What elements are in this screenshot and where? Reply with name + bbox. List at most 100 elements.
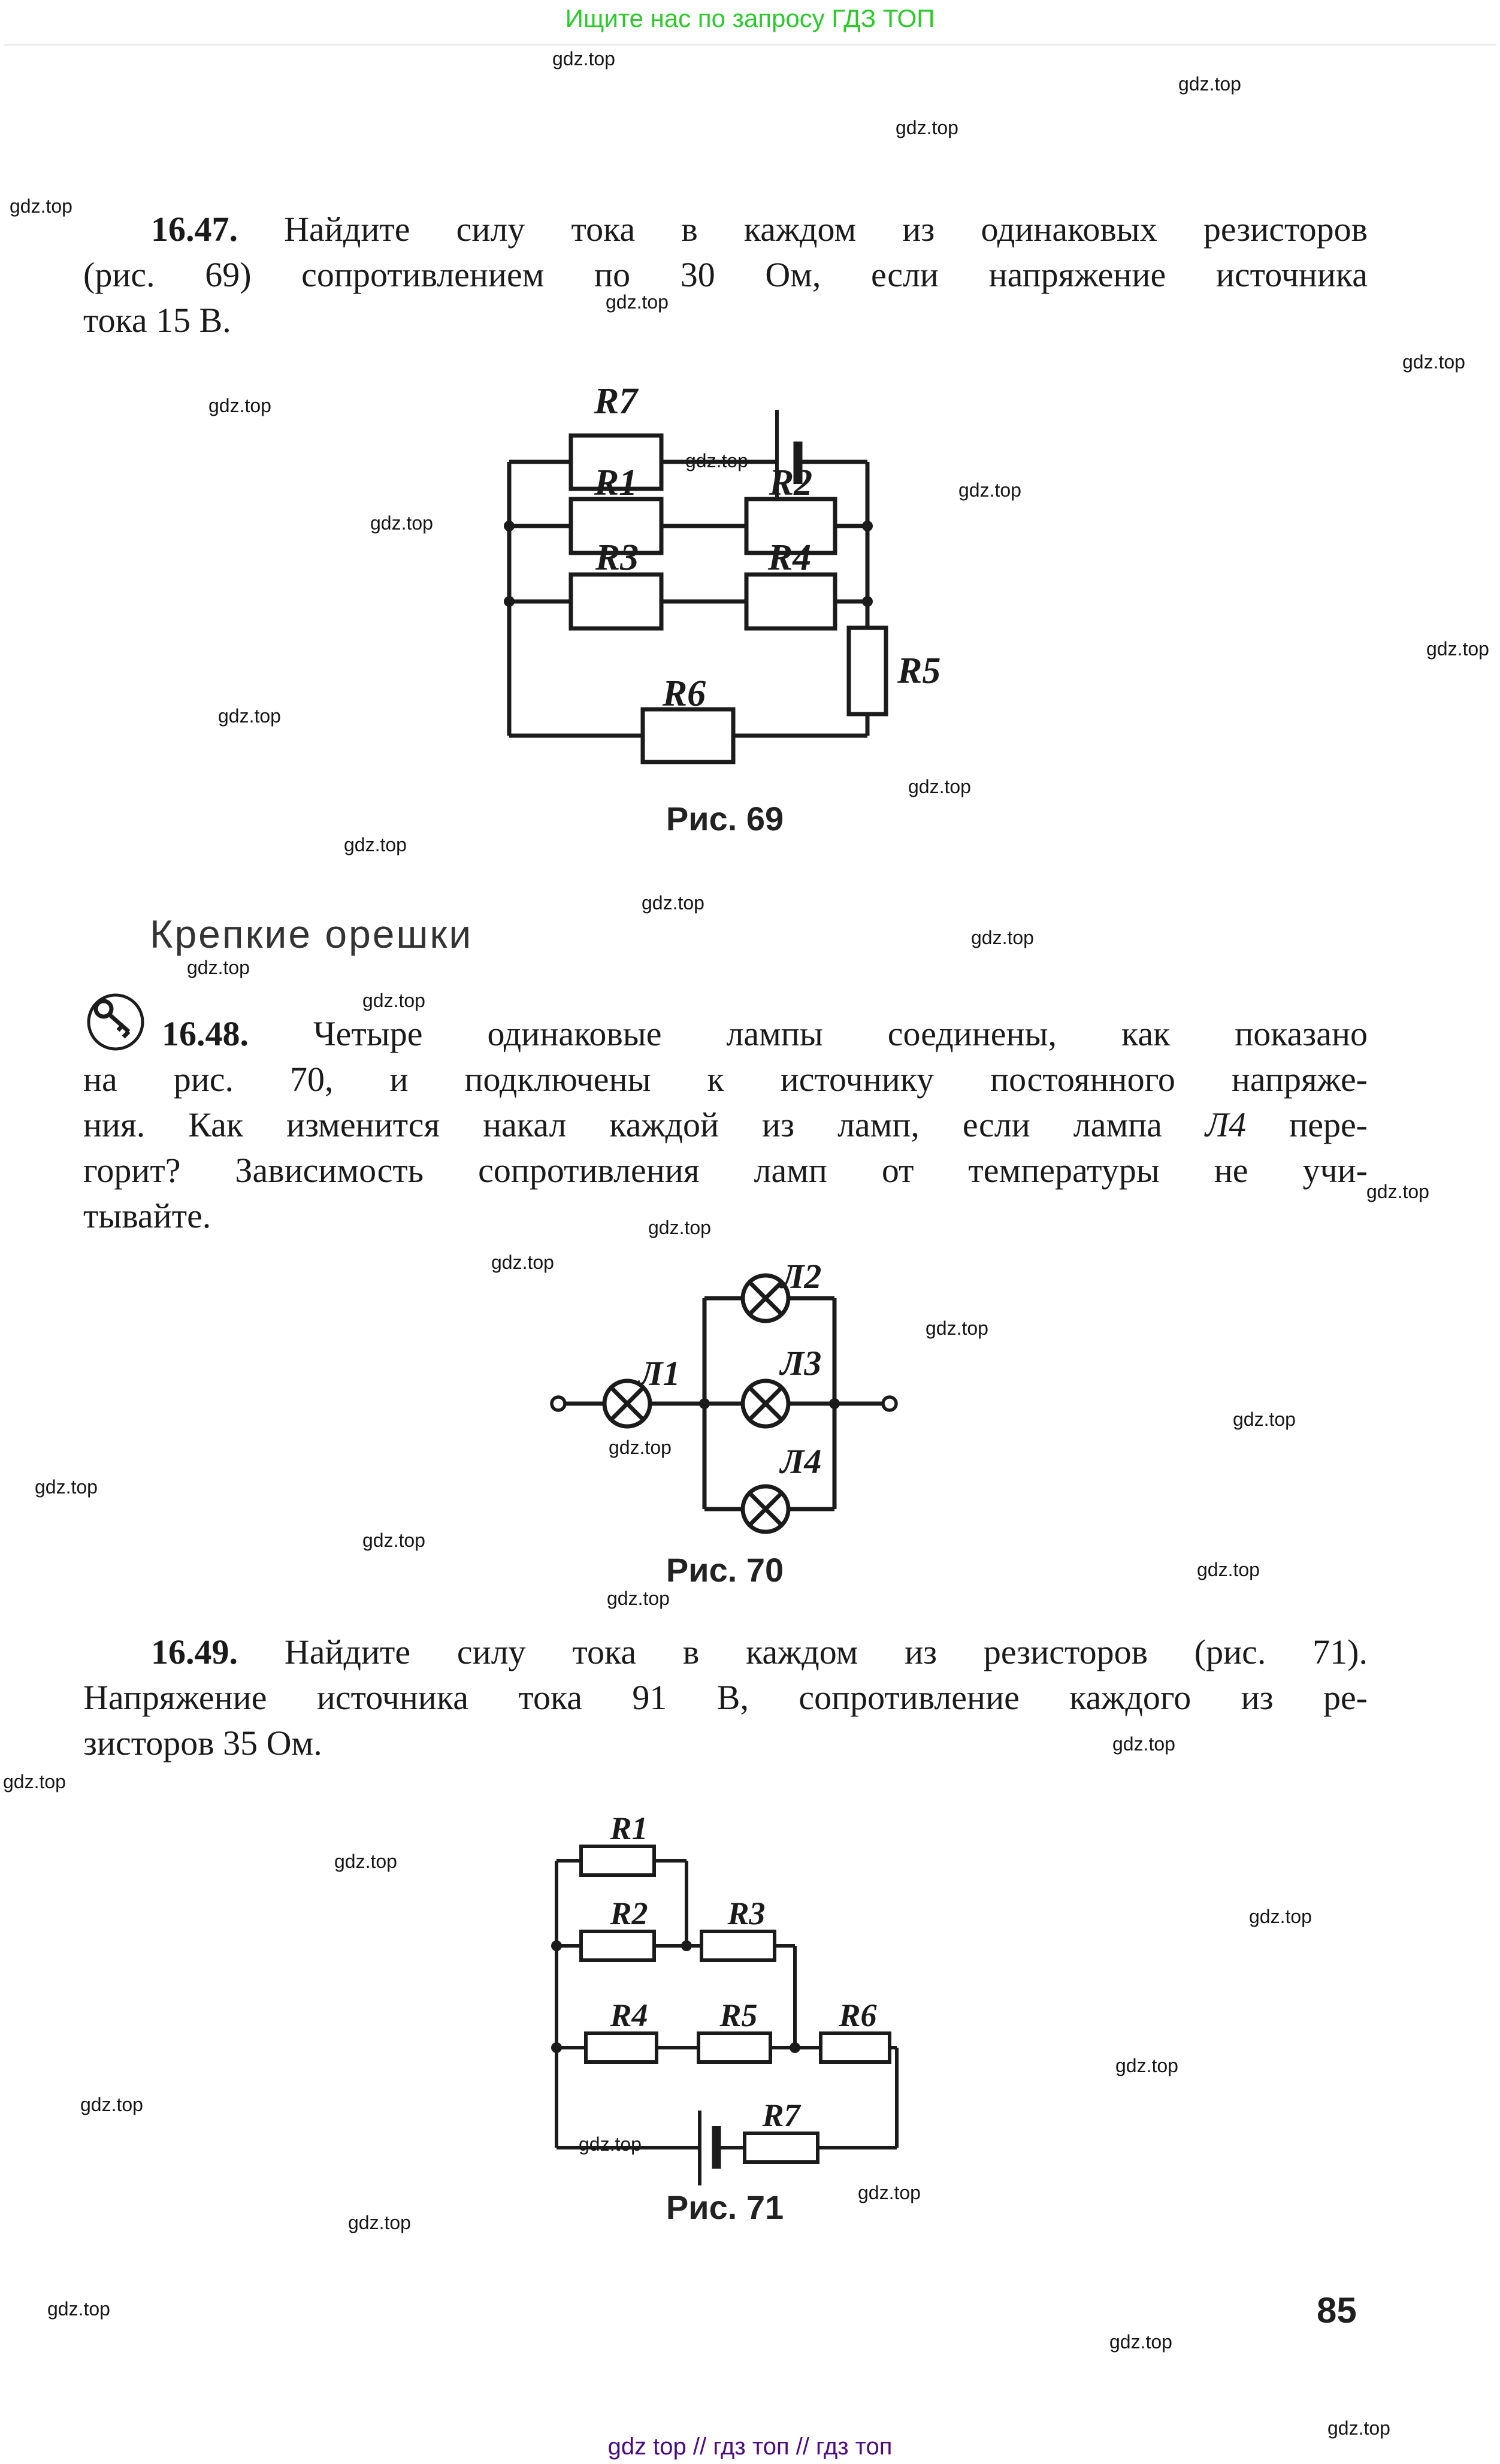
fig69-resistors [568,433,888,764]
resistor-R4 [584,2031,658,2064]
watermark: gdz.top [362,1529,425,1551]
problem-number: 16.49. [151,1632,238,1671]
fig70-terminals [550,1395,898,1412]
problem-text: Найдите силу тока в каждом из резисторов… [238,1632,1368,1671]
label-R7: R7 [594,381,639,422]
watermark: gdz.top [1233,1408,1296,1430]
watermark: gdz.top [1402,351,1465,373]
label-R6: R6 [662,673,706,714]
resistor-R2 [744,497,837,555]
watermark: gdz.top [370,512,433,534]
resistor-R1 [579,1845,656,1877]
problem-16-47-line1: 16.47. Найдите силу тока в каждом из оди… [83,207,1368,252]
watermark: gdz.top [3,1771,66,1792]
watermark: gdz.top [648,1217,711,1238]
lamp-ref-L4: Л4 [1205,1105,1247,1144]
resistor-R6 [640,707,736,764]
fig71-battery-icon [698,2111,721,2185]
fig70-junction-dots [699,1398,840,1409]
watermark: gdz.top [491,1251,554,1273]
label-R3: R3 [595,537,639,578]
footer-site-links[interactable]: gdz top // гдз топ // гдз топ [607,2433,893,2460]
gdz-top-header-link[interactable]: Ищите нас по запросу ГДЗ ТОП [565,4,935,32]
watermark: gdz.top [348,2212,411,2233]
page-top-edge-divider [4,44,1496,46]
resistor-R5 [697,2031,772,2064]
fig69-labels: R7 R1 R2 R3 R4 R5 R6 [594,381,941,714]
watermark: gdz.top [1197,1559,1260,1580]
problem-16-49-line1: 16.49. Найдите силу тока в каждом из рез… [83,1629,1368,1675]
fig71-labels: R1 R2 R3 R4 R5 R6 R7 [609,1810,876,2133]
fig69-junction-dots [504,521,873,607]
problem-16-48-line1: 16.48. Четыре одинаковые лампы соединены… [83,1011,1368,1057]
label-R4: R4 [767,537,811,578]
problem-16-49-line3: зисторов 35 Ом. [83,1724,322,1762]
problem-16-47-line2: (рис. 69) сопротивлением по 30 Ом, если … [83,255,1368,294]
watermark: gdz.top [80,2094,143,2115]
watermark: gdz.top [908,776,971,797]
label-R2: R2 [609,1895,648,1931]
label-L1: Л1 [638,1354,681,1393]
figure-71-caption: Рис. 71 [666,2188,784,2226]
fig69-battery-icon [775,410,803,514]
watermark: gdz.top [858,2182,921,2203]
left-terminal [550,1395,567,1412]
watermark: gdz.top [35,1476,98,1498]
fig70-labels: Л1 Л2 Л3 Л4 [638,1257,822,1481]
problem-16-48: 16.48. Четыре одинаковые лампы соединены… [83,1011,1368,1239]
label-L4: Л4 [779,1442,822,1481]
right-terminal [881,1395,898,1412]
label-R5: R5 [719,1997,757,2033]
problem-number: 16.48. [162,1014,249,1053]
problem-16-49: 16.49. Найдите силу тока в каждом из рез… [83,1629,1368,1766]
label-R4: R4 [609,1997,648,2033]
resistor-R4 [744,572,837,631]
watermark: gdz.top [1327,2417,1390,2439]
watermark: gdz.top [47,2298,110,2320]
watermark: gdz.top [344,834,407,855]
label-R3: R3 [727,1895,765,1931]
label-R1: R1 [594,462,637,503]
section-heading-krepkie-oreshki: Крепкие орешки [150,912,473,956]
watermark: gdz.top [926,1317,988,1339]
label-R5: R5 [897,651,940,691]
resistor-R1 [568,497,664,555]
watermark: gdz.top [362,990,425,1011]
problem-16-48-line2: на рис. 70, и подключены к источнику пос… [83,1060,1368,1099]
figure-71-circuit: R1 R2 R3 R4 R5 R6 R7 [551,1810,899,2185]
lamp-L3 [740,1378,791,1429]
problem-16-49-line2: Напряжение источника тока 91 В, сопротив… [83,1678,1368,1717]
watermark: gdz.top [609,1437,672,1458]
figure-69-circuit: R7 R1 R2 R3 R4 R5 R6 [504,381,941,764]
problem-text: Четыре одинаковые лампы соединены, как п… [249,1014,1368,1053]
problem-text: Найдите силу тока в каждом из одинаковых… [238,210,1368,249]
resistor-R7 [568,433,664,491]
problem-text: пере- [1246,1105,1368,1144]
resistor-R7 [743,2132,819,2164]
watermark: gdz.top [896,117,958,138]
watermark: gdz.top [642,892,704,914]
page-number: 85 [1317,2290,1357,2330]
resistor-R3 [700,1930,776,1962]
watermark: gdz.top [606,291,669,313]
label-R1: R1 [609,1810,648,1846]
figure-70-caption: Рис. 70 [666,1551,784,1589]
lamp-L2 [740,1273,791,1323]
watermark: gdz.top [1366,1181,1429,1202]
problem-text: ния. Как изменится накал каждой из ламп,… [83,1105,1205,1144]
figure-70-circuit: Л1 Л2 Л3 Л4 [550,1257,898,1534]
watermark: gdz.top [218,705,281,727]
watermark: gdz.top [1112,1733,1175,1755]
watermark: gdz.top [971,927,1034,948]
watermark: gdz.top [208,395,271,416]
watermark: gdz.top [607,1588,670,1609]
problem-16-47: 16.47. Найдите силу тока в каждом из оди… [83,207,1368,343]
problem-16-47-line3: тока 15 В. [83,301,231,340]
resistor-R5 [846,625,888,716]
problem-number: 16.47. [151,210,238,249]
watermark: gdz.top [579,2133,642,2155]
figure-69-caption: Рис. 69 [666,800,784,838]
label-R6: R6 [838,1997,876,2033]
label-R2: R2 [769,462,812,503]
